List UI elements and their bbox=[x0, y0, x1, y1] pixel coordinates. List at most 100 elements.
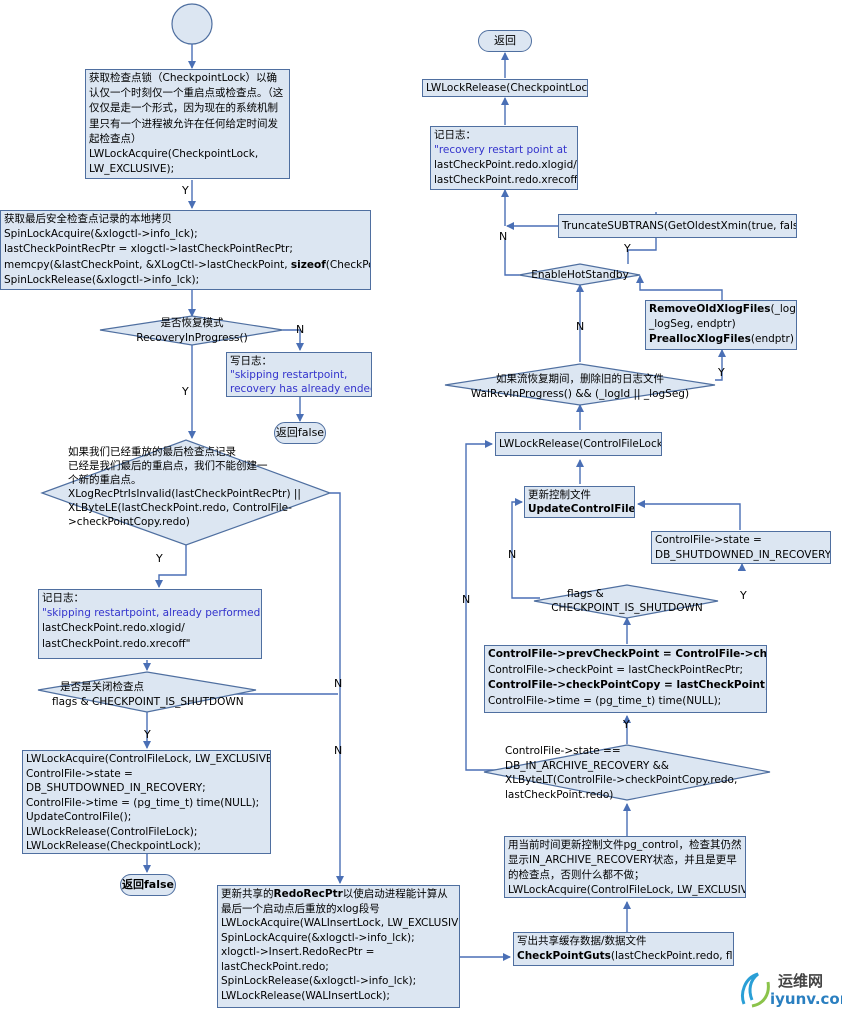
remove-old-xlog-box: RemoveOldXlogFiles(_logId, _logSeg, endp… bbox=[645, 300, 797, 350]
b4-line5: SpinLockRelease(&xlogctl->info_lck); bbox=[221, 975, 417, 987]
b3-line6: LWLockRelease(ControlFileLock); bbox=[26, 825, 198, 838]
watermark-logo: 运维网 iyunv.com bbox=[738, 968, 842, 1012]
copy-desc: 获取最后安全检查点记录的本地拷贝 bbox=[4, 213, 172, 225]
release-controlfile-lock-text: LWLockRelease(ControlFileLock); bbox=[499, 438, 662, 450]
pgc-code: LWLockAcquire(ControlFileLock, LW_EXCLUS… bbox=[508, 884, 746, 896]
copy-code4: SpinLockRelease(&xlogctl->info_lck); bbox=[4, 273, 200, 286]
acquire-checkpoint-lock-code1: LWLockAcquire(CheckpointLock, bbox=[89, 148, 259, 161]
archive-line4: lastCheckPoint.redo) bbox=[505, 788, 614, 801]
log-recovery-ended-box: 写日志： "skipping restartpoint, recovery ha… bbox=[226, 352, 372, 397]
archive-line1: ControlFile->state == bbox=[505, 745, 621, 757]
b4-line6: LWLockRelease(WALInsertLock); bbox=[221, 989, 390, 1002]
log3-line2: lastCheckPoint.redo.xlogid/ bbox=[434, 159, 577, 171]
b3-line3: DB_SHUTDOWNED_IN_RECOVERY; bbox=[26, 782, 206, 794]
log2-line2: lastCheckPoint.redo.xlogid/ bbox=[42, 622, 185, 635]
label-n-7: N bbox=[499, 230, 508, 243]
rm-line1: RemoveOldXlogFiles(_logId, bbox=[649, 303, 796, 315]
label-y-4: Y bbox=[144, 728, 151, 741]
hot-standby-label: EnableHotStandby bbox=[531, 269, 629, 281]
cf-line3: ControlFile->checkPointCopy = lastCheckP… bbox=[488, 679, 767, 691]
log3-line3: lastCheckPoint.redo.xrecoff" bbox=[434, 174, 578, 186]
rm-line2: _logSeg, endptr) bbox=[649, 318, 736, 330]
decision-walrcv-text: 如果流恢复期间，删除旧的日志文件 WalRcvInProgress() && (… bbox=[470, 372, 690, 401]
log-restart-point-box: 记日志： "recovery restart point at lastChec… bbox=[430, 126, 578, 190]
decision-is-shutdown-checkpoint bbox=[37, 671, 257, 713]
label-n-6: N bbox=[576, 320, 585, 333]
label-y-7: Y bbox=[718, 366, 725, 379]
b4-desc: 更新共享的RedoRecPtr以使启动进程能计算从最后一个启动点后重放的xlog… bbox=[221, 888, 448, 915]
update-controlfile-fields-box: ControlFile->prevCheckPoint = ControlFil… bbox=[484, 645, 767, 713]
update-redorecptr-box: 更新共享的RedoRecPtr以使启动进程能计算从最后一个启动点后重放的xlog… bbox=[217, 885, 460, 1008]
state-shutdowned-box: ControlFile->state = DB_SHUTDOWNED_IN_RE… bbox=[651, 531, 831, 564]
upd-desc: 更新控制文件 bbox=[528, 489, 591, 501]
decision2-line3: 个新的重启点。 bbox=[68, 474, 142, 486]
label-y-5: Y bbox=[623, 718, 630, 731]
acquire-checkpoint-lock-code2: LW_EXCLUSIVE); bbox=[89, 163, 175, 176]
copy-code1: SpinLockAcquire(&xlogctl->info_lck); bbox=[4, 228, 198, 241]
set-shutdowned-state-box: LWLockAcquire(ControlFileLock, LW_EXCLUS… bbox=[22, 750, 271, 854]
state-line1: ControlFile->state = bbox=[655, 534, 762, 546]
decision2-line1: 如果我们已经重放的最后检查点记录 bbox=[68, 446, 236, 458]
guts-code: CheckPointGuts(lastCheckPoint.redo, flag… bbox=[517, 950, 733, 962]
decision3-label: 是否是关闭检查点 bbox=[60, 681, 144, 693]
decision-walrcv-in-progress bbox=[444, 363, 716, 406]
label-n-1: N bbox=[296, 323, 305, 336]
label-y-6: Y bbox=[740, 589, 747, 602]
copy-code3: memcpy(&lastCheckPoint, &XLogCtl->lastCh… bbox=[4, 258, 370, 271]
label-n-4: N bbox=[462, 593, 471, 606]
decision-recovery-code: RecoveryInProgress() bbox=[136, 331, 248, 344]
log1-title: 写日志： bbox=[230, 355, 272, 367]
archive-line3: XLByteLT(ControlFile->checkPointCopy.red… bbox=[505, 774, 738, 786]
decision-already-performed-text: 如果我们已经重放的最后检查点记录 已经是我们最后的重启点，我们不能创建一 个新的… bbox=[50, 445, 322, 529]
copy-code2: lastCheckPointRecPtr = xlogctl->lastChec… bbox=[4, 243, 293, 256]
label-y-8: Y bbox=[624, 242, 631, 255]
walrcv-label: 如果流恢复期间，删除旧的日志文件 bbox=[496, 373, 664, 385]
log1-line2: recovery has already ended" bbox=[230, 383, 372, 395]
flags-line2: CHECKPOINT_IS_SHUTDOWN bbox=[551, 602, 703, 614]
b4-line2: SpinLockAcquire(&xlogctl->info_lck); bbox=[221, 931, 415, 944]
b4-line3: xlogctl->Insert.RedoRecPtr = bbox=[221, 946, 375, 958]
log3-line1: "recovery restart point at bbox=[434, 144, 568, 156]
upd-code: UpdateControlFile(); bbox=[528, 503, 635, 515]
label-n-2: N bbox=[334, 677, 343, 690]
decision2-line4: XLogRecPtrIsInvalid(lastCheckPointRecPtr… bbox=[68, 488, 301, 500]
log1-line1: "skipping restartpoint, bbox=[230, 369, 348, 381]
checkpoint-guts-box: 写出共享缓存数据/数据文件 CheckPointGuts(lastCheckPo… bbox=[513, 932, 734, 966]
return-false-2: 返回false bbox=[120, 874, 176, 896]
walrcv-code: WalRcvInProgress() && (_logId || _logSeg… bbox=[470, 387, 690, 400]
b3-line1: LWLockAcquire(ControlFileLock, LW_EXCLUS… bbox=[26, 753, 271, 765]
decision2-line5: XLByteLE(lastCheckPoint.redo, ControlFil… bbox=[68, 502, 292, 514]
log-already-performed-box: 记日志： "skipping restartpoint, already per… bbox=[38, 589, 262, 659]
b3-line2: ControlFile->state = bbox=[26, 767, 133, 780]
decision-hot-standby-text: EnableHotStandby bbox=[520, 268, 640, 283]
log2-title: 记日志： bbox=[42, 592, 84, 604]
b4-line1: LWLockAcquire(WALInsertLock, LW_EXCLUSIV… bbox=[221, 917, 460, 929]
release-checkpoint-lock-box: LWLockRelease(CheckpointLock) bbox=[422, 79, 588, 97]
truncate-subtrans-text: TruncateSUBTRANS(GetOldestXmin(true, fal… bbox=[562, 220, 797, 232]
b3-line7: LWLockRelease(CheckpointLock); bbox=[26, 840, 201, 852]
decision-recovery-text: 是否恢复模式 RecoveryInProgress() bbox=[122, 316, 262, 345]
decision-recovery-in-progress bbox=[99, 315, 284, 346]
b4-line4: lastCheckPoint.redo; bbox=[221, 960, 329, 973]
release-checkpoint-lock-text: LWLockRelease(CheckpointLock) bbox=[426, 82, 588, 94]
truncate-subtrans-box: TruncateSUBTRANS(GetOldestXmin(true, fal… bbox=[558, 214, 797, 238]
decision-archive-recovery-text: ControlFile->state == DB_IN_ARCHIVE_RECO… bbox=[505, 744, 755, 802]
pgc-desc: 用当前时间更新控制文件pg_control，检查其仍然显示IN_ARCHIVE_… bbox=[508, 839, 742, 881]
b3-line4: ControlFile->time = (pg_time_t) time(NUL… bbox=[26, 796, 260, 809]
watermark-swirl-icon bbox=[741, 972, 770, 1008]
log2-line3: lastCheckPoint.redo.xrecoff" bbox=[42, 637, 191, 650]
decision-already-performed bbox=[40, 439, 332, 546]
label-y-2: Y bbox=[182, 385, 189, 398]
rm-line3: PreallocXlogFiles(endptr) bbox=[649, 333, 794, 345]
watermark-name: 运维网 bbox=[778, 972, 824, 990]
flags-line1: flags & bbox=[567, 588, 604, 600]
copy-last-checkpoint-box: 获取最后安全检查点记录的本地拷贝 SpinLockAcquire(&xlogct… bbox=[0, 210, 371, 290]
decision-recovery-label: 是否恢复模式 bbox=[160, 317, 224, 329]
return-terminal: 返回 bbox=[478, 30, 532, 52]
cf-line4: ControlFile->time = (pg_time_t) time(NUL… bbox=[488, 694, 722, 707]
update-pg-control-box: 用当前时间更新控制文件pg_control，检查其仍然显示IN_ARCHIVE_… bbox=[504, 836, 746, 898]
return-false-1: 返回false bbox=[274, 422, 326, 444]
decision3-code: flags & CHECKPOINT_IS_SHUTDOWN bbox=[52, 695, 244, 708]
acquire-checkpoint-lock-desc: 获取检查点锁（CheckpointLock）以确认仅一个时刻仅一个重启点或检查点… bbox=[89, 72, 284, 145]
